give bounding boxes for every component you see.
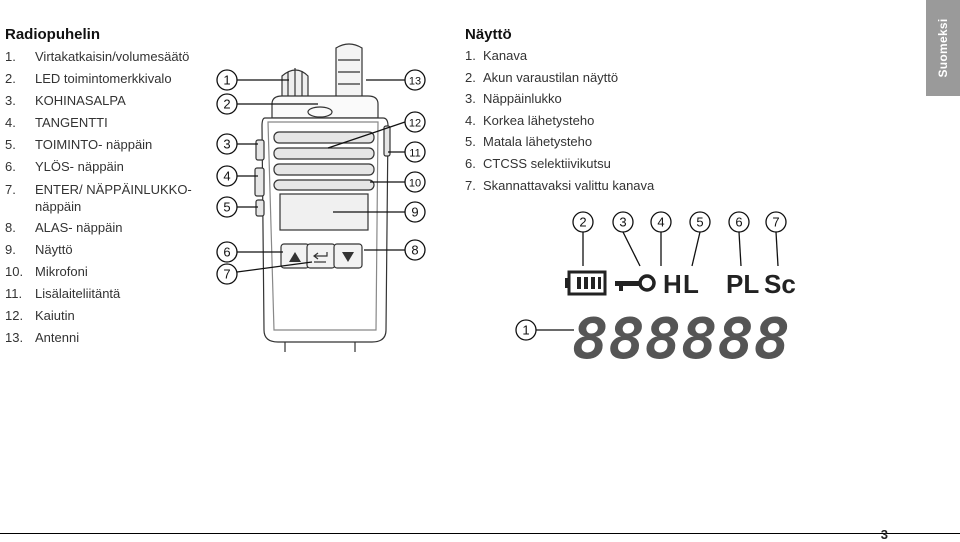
list-item: 2.LED toimintomerkkivalo: [5, 71, 172, 86]
battery-icon: [565, 270, 607, 296]
radio-illustration: [254, 43, 391, 352]
callout-label: 5: [696, 215, 703, 230]
callout-label: 2: [223, 97, 230, 112]
list-item: 3.Näppäinlukko: [465, 91, 562, 107]
low-power-indicator: L: [683, 269, 699, 299]
list-item: 1.Kanava: [465, 48, 528, 63]
key-icon: [615, 274, 656, 292]
display-heading: Näyttö: [465, 26, 512, 43]
callout-label: 6: [223, 245, 230, 260]
high-power-indicator: H: [663, 269, 682, 299]
lcd-icons: H L PL Sc: [565, 269, 796, 299]
list-item: 3.KOHINASALPA: [5, 93, 126, 108]
list-item: 5.TOIMINTO- näppäin: [5, 137, 153, 152]
channel-digits: 888888: [572, 307, 790, 372]
list-item: 1.Virtakatkaisin/volumesäätö: [5, 49, 190, 64]
callout-label: 1: [522, 323, 529, 338]
callout-label: 12: [409, 118, 421, 130]
callout-label: 8: [411, 243, 418, 258]
list-item: 7.Skannattavaksi valittu kanava: [465, 177, 655, 193]
callout-label: 9: [411, 205, 418, 220]
display-callouts: 2 3 4 5 6 7 1: [515, 211, 787, 341]
callout-label: 1: [223, 73, 230, 88]
list-item: 2.Akun varaustilan näyttö: [465, 69, 619, 85]
radio-heading: Radiopuhelin: [5, 26, 100, 43]
list-item: 5.Matala lähetysteho: [465, 134, 593, 150]
list-item: 6.CTCSS selektiivikutsu: [465, 155, 611, 171]
list-item: 7.ENTER/ NÄPPÄINLUKKO- näppäin: [5, 182, 192, 214]
callout-label: 10: [409, 178, 421, 190]
list-item: 11.Lisälaiteliitäntä: [5, 286, 121, 301]
callout-label: 3: [619, 215, 626, 230]
radio-callouts: 1 2 3 4 5 6 7 8 9 10 11 12 13: [216, 69, 426, 285]
callout-label: 3: [223, 137, 230, 152]
list-item: 9.Näyttö: [5, 242, 73, 257]
scan-indicator: Sc: [764, 269, 796, 299]
list-item: 4.Korkea lähetysteho: [465, 112, 595, 128]
list-item: 10.Mikrofoni: [5, 264, 88, 279]
callout-label: 7: [772, 215, 779, 230]
callout-label: 4: [657, 215, 664, 230]
lcd-digits: 888888: [572, 307, 790, 372]
display-parts-list: 1.Kanava 2.Akun varaustilan näyttö 3.Näp…: [465, 45, 765, 196]
callout-label: 4: [223, 169, 230, 184]
list-item: 8.ALAS- näppäin: [5, 220, 123, 235]
callout-label: 7: [223, 267, 230, 282]
callout-label: 6: [735, 215, 742, 230]
callout-label: 5: [223, 200, 230, 215]
list-item: 6.YLÖS- näppäin: [5, 159, 124, 174]
language-tab: Suomeksi: [926, 0, 960, 96]
radio-parts-list: 1.Virtakatkaisin/volumesäätö 2.LED toimi…: [5, 46, 205, 349]
ctcss-indicator: PL: [726, 269, 759, 299]
list-item: 4.TANGENTTI: [5, 115, 108, 130]
display-callout-lines: [536, 231, 779, 331]
list-item: 13.Antenni: [5, 330, 80, 345]
page-number: 3: [880, 527, 888, 542]
list-item: 12.Kaiutin: [5, 308, 75, 323]
callout-label: 2: [579, 215, 586, 230]
callout-label: 13: [409, 76, 421, 88]
radio-callout-lines: [236, 79, 406, 273]
footer-divider: [0, 533, 960, 534]
callout-label: 11: [409, 148, 420, 160]
